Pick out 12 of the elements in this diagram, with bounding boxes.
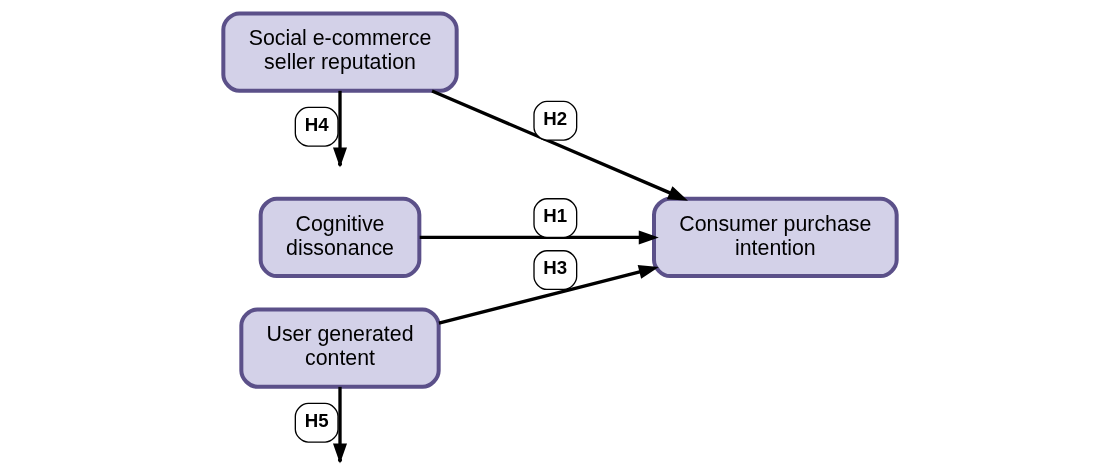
node-box: Social e-commerce seller reputation — [221, 11, 459, 93]
edge-label: H3 — [543, 257, 568, 279]
node-box: User generated content — [239, 307, 441, 389]
node-box: Cognitive dissonance — [258, 196, 422, 279]
edge-label: H5 — [304, 409, 329, 431]
node-box: Consumer purchase intention — [652, 196, 899, 279]
edge-label: H1 — [543, 205, 568, 227]
arrow — [431, 89, 689, 201]
edge-label: H4 — [304, 113, 329, 135]
edge-label: H2 — [543, 108, 568, 130]
arrow — [438, 265, 659, 325]
arrow — [419, 230, 659, 245]
